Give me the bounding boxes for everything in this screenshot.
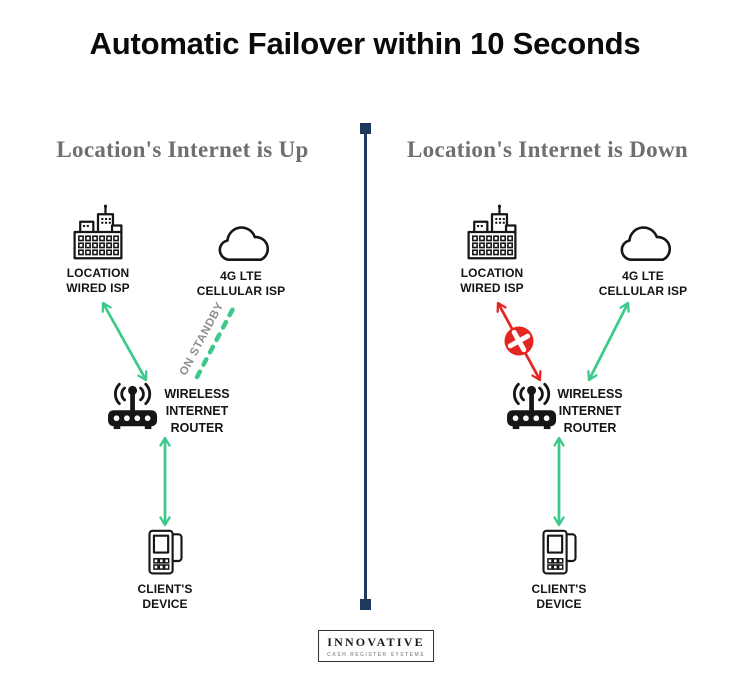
panel-up-arrows (101, 300, 239, 527)
cellular-isp-node: 4G LTE CELLULAR ISP (194, 223, 288, 300)
cloud-icon (218, 226, 269, 261)
cellular-isp-node: 4G LTE CELLULAR ISP (596, 223, 690, 300)
panel-down-arrows (496, 301, 630, 527)
payment-terminal-icon (147, 529, 183, 575)
wired-to-router-active-link (101, 301, 148, 382)
logo-name: INNOVATIVE (327, 635, 425, 649)
client-device-label: CLIENT'S DEVICE (531, 582, 587, 612)
client-device-node: CLIENT'S DEVICE (513, 529, 605, 613)
cellular-to-router-active-link (587, 301, 630, 382)
router-label: WIRELESS INTERNET ROUTER (557, 387, 623, 435)
router-label: WIRELESS INTERNET ROUTER (164, 387, 230, 435)
wired-isp-label: LOCATION WIRED ISP (66, 266, 130, 296)
payment-terminal-icon (541, 529, 577, 575)
client-device-label: CLIENT'S DEVICE (137, 582, 193, 612)
panel-internet-up: Location's Internet is Up ON STANDBY (0, 125, 365, 630)
panel-internet-down: Location's Internet is Down (365, 125, 730, 630)
panel-down-header: Location's Internet is Down (407, 137, 688, 162)
cellular-isp-label: 4G LTE CELLULAR ISP (598, 269, 688, 299)
cellular-standby-link (194, 300, 239, 380)
building-icon (467, 204, 517, 260)
cellular-isp-label: 4G LTE CELLULAR ISP (196, 269, 286, 299)
center-divider (364, 132, 367, 602)
page-title: Automatic Failover within 10 Seconds (89, 26, 641, 61)
cloud-icon (620, 226, 671, 261)
router-icon (507, 382, 557, 430)
building-icon (73, 204, 123, 260)
divider-bottom-cap (360, 599, 371, 610)
client-device-node: CLIENT'S DEVICE (119, 529, 211, 613)
failure-x-badge (504, 326, 534, 356)
logo-innovative: INNOVATIVE CASH REGISTER SYSTEMS (318, 630, 434, 662)
divider-top-cap (360, 123, 371, 134)
wired-isp-node: LOCATION WIRED ISP (57, 203, 139, 297)
logo-tagline: CASH REGISTER SYSTEMS (327, 652, 425, 658)
wired-isp-label: LOCATION WIRED ISP (460, 266, 524, 296)
panel-up-header: Location's Internet is Up (56, 137, 309, 162)
router-icon (108, 382, 158, 430)
wired-isp-node: LOCATION WIRED ISP (451, 203, 533, 297)
